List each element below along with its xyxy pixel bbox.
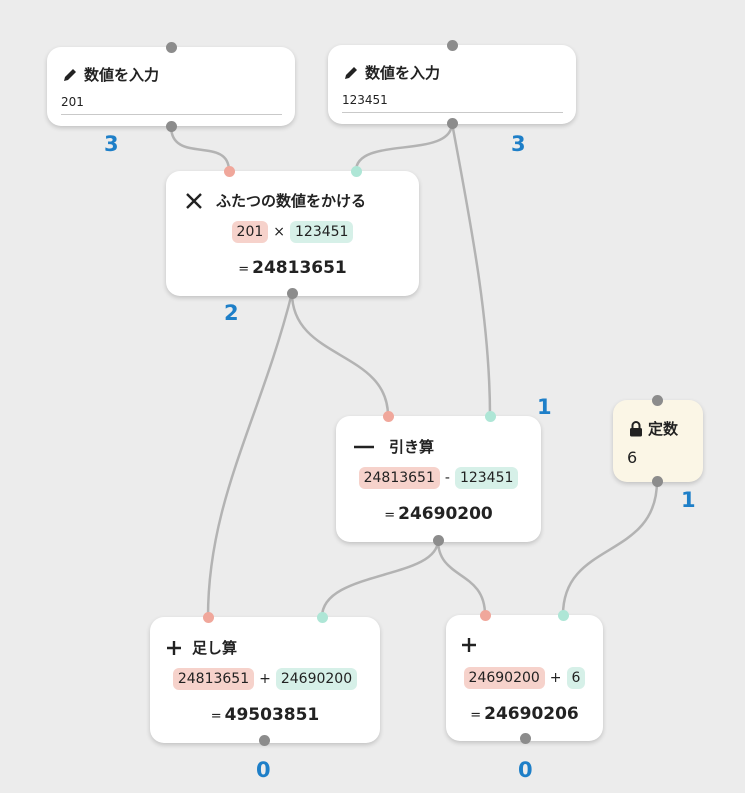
input-node-2-value[interactable]: 123451 <box>342 93 388 107</box>
input-node-2-field-underline <box>342 112 563 113</box>
add-node-2-output-port[interactable] <box>519 732 531 744</box>
multiply-node-expression: 201 × 123451 <box>166 221 419 243</box>
add-node-2-operator: + <box>549 670 562 686</box>
input-node-2[interactable] <box>328 45 576 124</box>
input-node-2-depth-label: 3 <box>511 132 526 156</box>
add-node-1-input-a-value: 24813651 <box>172 668 255 690</box>
add-node-2-result-value: 24690206 <box>484 704 579 724</box>
add-node-2-title <box>461 637 483 653</box>
add-node-1-expression: 24813651 + 24690200 <box>150 668 380 690</box>
input-node-2-title: 数値を入力 <box>343 62 440 83</box>
subtract-node-output-port[interactable] <box>432 534 444 546</box>
subtract-node-input-b-value: 123451 <box>454 467 519 489</box>
lock-icon <box>630 420 642 436</box>
pencil-icon <box>345 66 357 79</box>
multiply-node-result-value: 24813651 <box>252 258 347 278</box>
multiply-node-title: ふたつの数値をかける <box>184 190 366 211</box>
add-node-1-result: =49503851 <box>150 705 380 725</box>
multiply-node-input-b-port[interactable] <box>350 165 362 177</box>
input-node-1-depth-label: 3 <box>104 132 119 156</box>
add-node-2-expression: 24690200 + 6 <box>446 667 603 689</box>
input-node-2-title-text: 数値を入力 <box>365 64 441 82</box>
add-node-1-equals: = <box>210 709 222 724</box>
constant-node-top-port[interactable] <box>651 394 663 406</box>
wire-subtract-to-add1 <box>320 538 440 619</box>
multiply-node-output-port[interactable] <box>286 287 298 299</box>
subtract-node-input-a-port[interactable] <box>382 410 394 422</box>
constant-node-title: 定数 <box>629 418 678 439</box>
add-node-1-output-port[interactable] <box>258 734 270 746</box>
wire-input2-to-multiply <box>354 121 454 173</box>
input-node-1-top-port[interactable] <box>165 41 177 53</box>
input-node-1-field-underline <box>61 114 282 115</box>
wire-input2-to-subtract <box>450 121 492 418</box>
multiply-node-input-a-port[interactable] <box>223 165 235 177</box>
constant-node-output-port[interactable] <box>651 475 663 487</box>
subtract-node-input-a-value: 24813651 <box>358 467 440 489</box>
input-node-1-title-text: 数値を入力 <box>84 66 160 84</box>
multiply-node-depth-label: 2 <box>224 301 239 325</box>
subtract-node-result: =24690200 <box>336 504 541 524</box>
subtract-node-title: 引き算 <box>353 436 434 457</box>
wire-multiply-to-add1 <box>206 291 294 619</box>
multiply-node-equals: = <box>238 262 250 277</box>
wire-constant-to-add2 <box>561 479 659 617</box>
multiply-node-result: =24813651 <box>166 258 419 278</box>
subtract-node-equals: = <box>384 508 396 523</box>
constant-node-title-text: 定数 <box>648 420 679 438</box>
plus-icon <box>462 638 476 652</box>
wire-multiply-to-subtract <box>290 291 390 418</box>
multiply-node-input-a-value: 201 <box>231 221 269 243</box>
add-node-1-title: 足し算 <box>166 637 237 658</box>
add-node-1-title-text: 足し算 <box>192 639 238 657</box>
constant-node-value[interactable]: 6 <box>627 448 638 467</box>
add-node-2-result: =24690206 <box>446 704 603 724</box>
input-node-1[interactable] <box>47 47 295 126</box>
wire-subtract-to-add2 <box>436 538 487 617</box>
add-node-2-depth-label: 0 <box>518 758 533 782</box>
minus-icon <box>354 445 374 448</box>
add-node-2-input-b-value: 6 <box>566 667 586 689</box>
add-node-2-input-b-port[interactable] <box>557 609 569 621</box>
add-node-2-equals: = <box>470 708 482 723</box>
subtract-node-depth-label: 1 <box>537 395 552 419</box>
add-node-2-input-a-port[interactable] <box>479 609 491 621</box>
add-node-1-input-a-port[interactable] <box>202 611 214 623</box>
add-node-1-input-b-port[interactable] <box>316 611 328 623</box>
add-node-2-input-a-value: 24690200 <box>463 667 545 689</box>
constant-node-depth-label: 1 <box>681 488 696 512</box>
subtract-node-result-value: 24690200 <box>398 504 493 524</box>
subtract-node-expression: 24813651 - 123451 <box>336 467 541 489</box>
wire-input1-to-multiply <box>169 124 231 173</box>
subtract-node-input-b-port[interactable] <box>484 410 496 422</box>
plus-icon <box>167 640 181 655</box>
add-node-1-input-b-value: 24690200 <box>275 668 358 690</box>
input-node-2-output-port[interactable] <box>446 117 458 129</box>
multiply-node-input-b-value: 123451 <box>290 221 354 243</box>
multiply-node-title-text: ふたつの数値をかける <box>216 192 367 210</box>
multiply-node-operator: × <box>273 224 285 240</box>
input-node-2-top-port[interactable] <box>446 39 458 51</box>
multiply-icon <box>186 192 202 209</box>
input-node-1-output-port[interactable] <box>165 120 177 132</box>
add-node-1-result-value: 49503851 <box>224 705 320 725</box>
subtract-node-title-text: 引き算 <box>389 438 435 456</box>
add-node-1-depth-label: 0 <box>256 758 271 782</box>
subtract-node-operator: - <box>444 470 450 486</box>
add-node-1-operator: + <box>259 671 271 687</box>
pencil-icon <box>64 68 76 81</box>
input-node-1-value[interactable]: 201 <box>61 95 84 109</box>
constant-node[interactable] <box>613 400 703 482</box>
input-node-1-title: 数値を入力 <box>62 64 159 85</box>
